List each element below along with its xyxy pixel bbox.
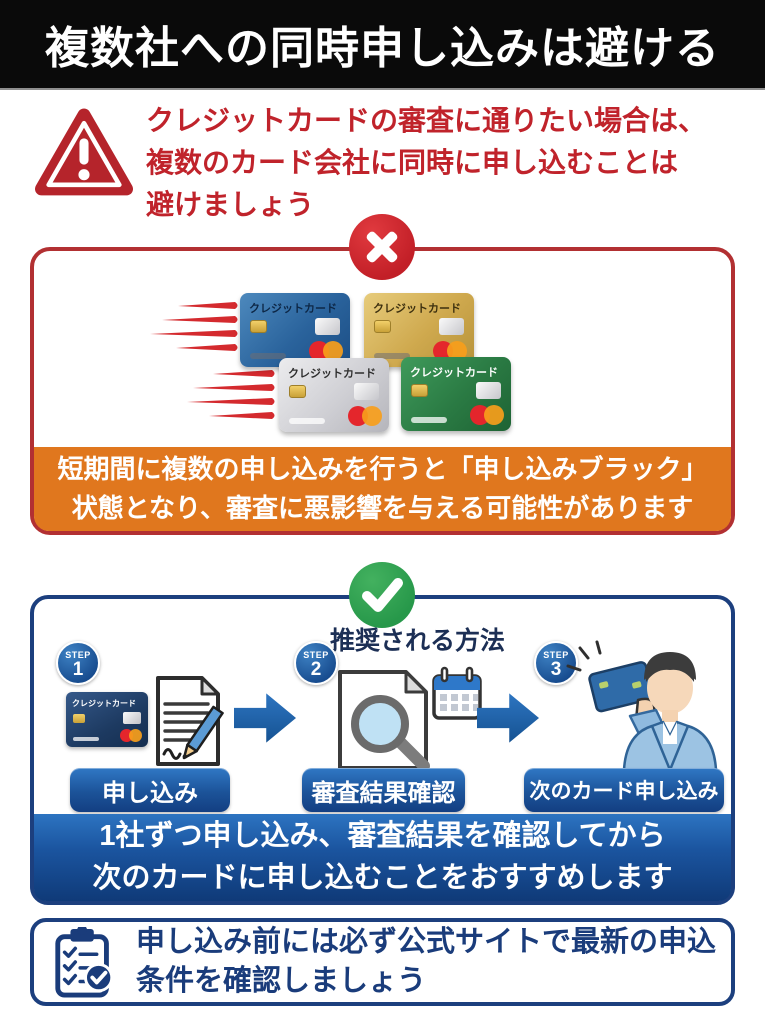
caption-line: 次のカードに申し込むことをおすすめします (92, 861, 673, 894)
step-word: STEP (543, 650, 569, 660)
card-chip-icon (411, 384, 428, 397)
step-2-badge: STEP 2 (294, 641, 338, 685)
mastercard-logo-icon (470, 405, 504, 425)
speed-lines-icon (187, 370, 275, 419)
card-stripe (374, 353, 410, 359)
note-box: 申し込み前には必ず公式サイトで最新の申込 条件を確認しましょう (30, 918, 735, 1006)
step-2-label: 審査結果確認 (302, 768, 465, 812)
warning-line: 複数のカード会社に同時に申し込むことは (146, 147, 679, 178)
card-chip-icon (289, 385, 306, 398)
card-chip-icon (250, 320, 267, 333)
warning-triangle-icon (34, 108, 134, 196)
credit-card-gold: クレジットカード (364, 293, 474, 367)
card-label: クレジットカード (373, 303, 461, 315)
check-mark-icon (349, 562, 415, 628)
step-1-badge: STEP 1 (56, 641, 100, 685)
card-label: クレジットカード (249, 303, 337, 315)
card-label: クレジットカード (410, 367, 498, 379)
card-hologram-icon (439, 318, 464, 335)
card-hologram-icon (476, 382, 501, 399)
speed-lines-icon (150, 302, 238, 351)
mastercard-logo-icon (433, 341, 467, 361)
card-stripe (289, 418, 325, 424)
step-number: 2 (310, 659, 322, 680)
application-form-icon (156, 676, 224, 766)
card-chip-icon (73, 714, 85, 723)
good-practice-box: 推奨される方法 STEP 1 STEP 2 STEP 3 クレジットカード (30, 562, 735, 905)
card-hologram-icon (123, 712, 141, 724)
step-3-badge: STEP 3 (534, 641, 578, 685)
card-label: クレジットカード (72, 699, 136, 708)
card-stripe (73, 737, 99, 741)
arrow-right-icon (477, 693, 539, 743)
step-label-text: 次のカード申し込み (529, 780, 719, 803)
step-word: STEP (65, 650, 91, 660)
page-title: 複数社への同時申し込みは避ける (45, 24, 720, 73)
note-text: 申し込み前には必ず公式サイトで最新の申込 条件を確認しましょう (136, 923, 716, 1001)
credit-card-blue: クレジットカード (240, 293, 350, 367)
card-chip-icon (374, 320, 391, 333)
warning-line: クレジットカードの審査に通りたい場合は、 (146, 105, 707, 136)
good-practice-caption: 1社ずつ申し込み、審査結果を確認してから 次のカードに申し込むことをおすすめしま… (34, 814, 731, 901)
caption-line: 短期間に複数の申し込みを行うと「申し込みブラック」 (57, 454, 708, 484)
card-hologram-icon (354, 383, 379, 400)
step-number: 1 (72, 659, 84, 680)
page-title-banner: 複数社への同時申し込みは避ける (0, 0, 765, 90)
credit-card-silver: クレジットカード (279, 358, 389, 432)
checklist-clipboard-icon (55, 927, 114, 998)
mastercard-logo-icon (309, 341, 343, 361)
warning-line: 避けましょう (146, 189, 315, 220)
calendar-icon (432, 666, 482, 720)
note-line: 申し込み前には必ず公式サイトで最新の申込 (136, 925, 717, 958)
caption-line: 状態となり、審査に悪影響を与える可能性があります (71, 493, 694, 523)
arrow-right-icon (234, 693, 296, 743)
card-hologram-icon (315, 318, 340, 335)
bad-practice-caption: 短期間に複数の申し込みを行うと「申し込みブラック」 状態となり、審査に悪影響を与… (34, 447, 731, 531)
card-stripe (411, 417, 447, 423)
note-line: 条件を確認しましょう (136, 965, 427, 997)
step-word: STEP (303, 650, 329, 660)
step1-credit-card-icon: クレジットカード (66, 692, 148, 747)
card-stripe (250, 353, 286, 359)
step-1-label: 申し込み (70, 768, 230, 812)
mastercard-logo-icon (348, 406, 382, 426)
recommended-method-heading: 推奨される方法 (330, 627, 506, 655)
caption-line: 1社ずつ申し込み、審査結果を確認してから (99, 820, 666, 853)
card-label: クレジットカード (288, 368, 376, 380)
step-number: 3 (550, 659, 562, 680)
mastercard-logo-icon (120, 729, 142, 742)
review-result-icon (338, 666, 482, 772)
person-with-card-icon (566, 640, 718, 770)
step-label-text: 申し込み (102, 779, 198, 807)
credit-card-green: クレジットカード (401, 357, 511, 431)
step-label-text: 審査結果確認 (311, 779, 456, 807)
x-mark-icon (349, 214, 415, 280)
step-3-label: 次のカード申し込み (524, 768, 724, 812)
warning-text: クレジットカードの審査に通りたい場合は、 複数のカード会社に同時に申し込むことは… (146, 100, 738, 226)
bad-practice-box: クレジットカード クレジットカード クレジットカード クレジットカード (30, 214, 735, 535)
